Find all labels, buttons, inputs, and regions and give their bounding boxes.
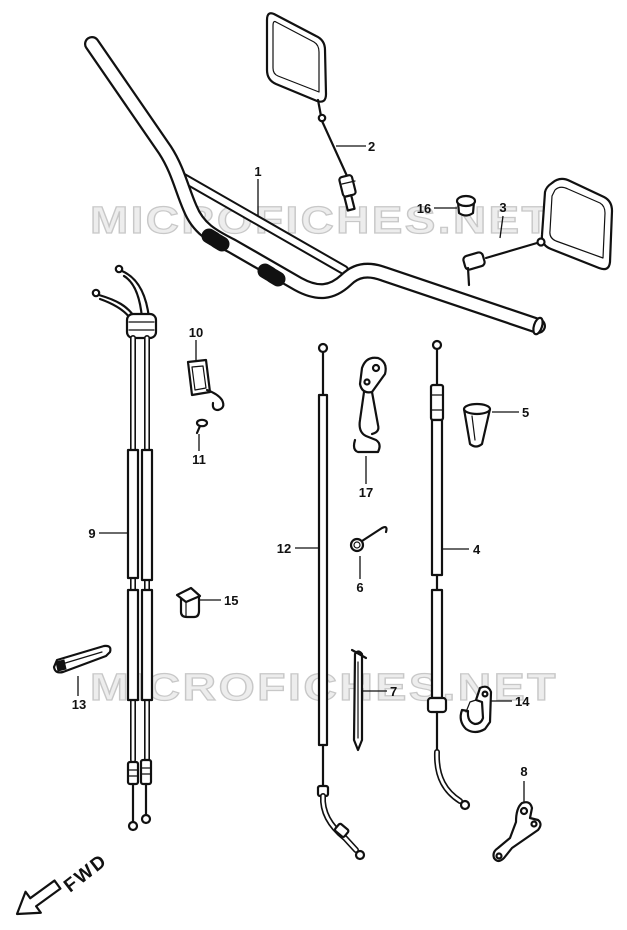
screw xyxy=(195,418,209,435)
callout-16: 16 xyxy=(417,201,431,216)
callout-3: 3 xyxy=(499,200,506,215)
handlebar xyxy=(84,36,546,336)
watermark-top: MICROFICHES.NET xyxy=(90,200,552,242)
callout-6: 6 xyxy=(356,580,363,595)
throttle-cable xyxy=(91,264,158,832)
handlebar-end xyxy=(532,316,544,336)
callout-5: 5 xyxy=(522,405,529,420)
callout-12: 12 xyxy=(277,541,291,556)
clutch-cable xyxy=(316,342,366,861)
mirror-cap xyxy=(455,194,477,217)
throttle-sleeve xyxy=(462,402,492,448)
leader-3 xyxy=(499,215,504,239)
cable-guide-bracket xyxy=(459,685,493,734)
forward-label: FWD xyxy=(60,850,112,897)
cable-tie xyxy=(350,648,368,752)
forward-arrow-icon xyxy=(15,879,62,916)
callout-8: 8 xyxy=(520,764,527,779)
grip-band-right xyxy=(257,263,286,287)
cable-clamp xyxy=(175,586,202,619)
callout-14: 14 xyxy=(515,694,530,709)
mirror-left xyxy=(265,12,357,212)
cable-lever-plate xyxy=(492,801,542,863)
callout-17: 17 xyxy=(359,485,373,500)
callout-7: 7 xyxy=(390,684,397,699)
cable-bracket xyxy=(352,356,387,454)
callout-11: 11 xyxy=(192,452,206,467)
leader-lines xyxy=(77,145,525,802)
grip-band-left xyxy=(201,228,230,252)
callout-15: 15 xyxy=(224,593,238,608)
cable-band xyxy=(52,644,112,674)
callout-13: 13 xyxy=(72,697,86,712)
callouts: 1 2 3 16 10 11 5 17 9 12 4 6 15 13 7 14 … xyxy=(72,139,530,779)
front-brake-cable xyxy=(426,339,471,811)
callout-4: 4 xyxy=(473,542,481,557)
spring-clip xyxy=(349,526,388,553)
callout-2: 2 xyxy=(368,139,375,154)
callout-9: 9 xyxy=(88,526,95,541)
callout-10: 10 xyxy=(189,325,203,340)
callout-1: 1 xyxy=(254,164,261,179)
cable-clip-plate xyxy=(186,358,225,412)
mirror-right xyxy=(462,177,614,287)
